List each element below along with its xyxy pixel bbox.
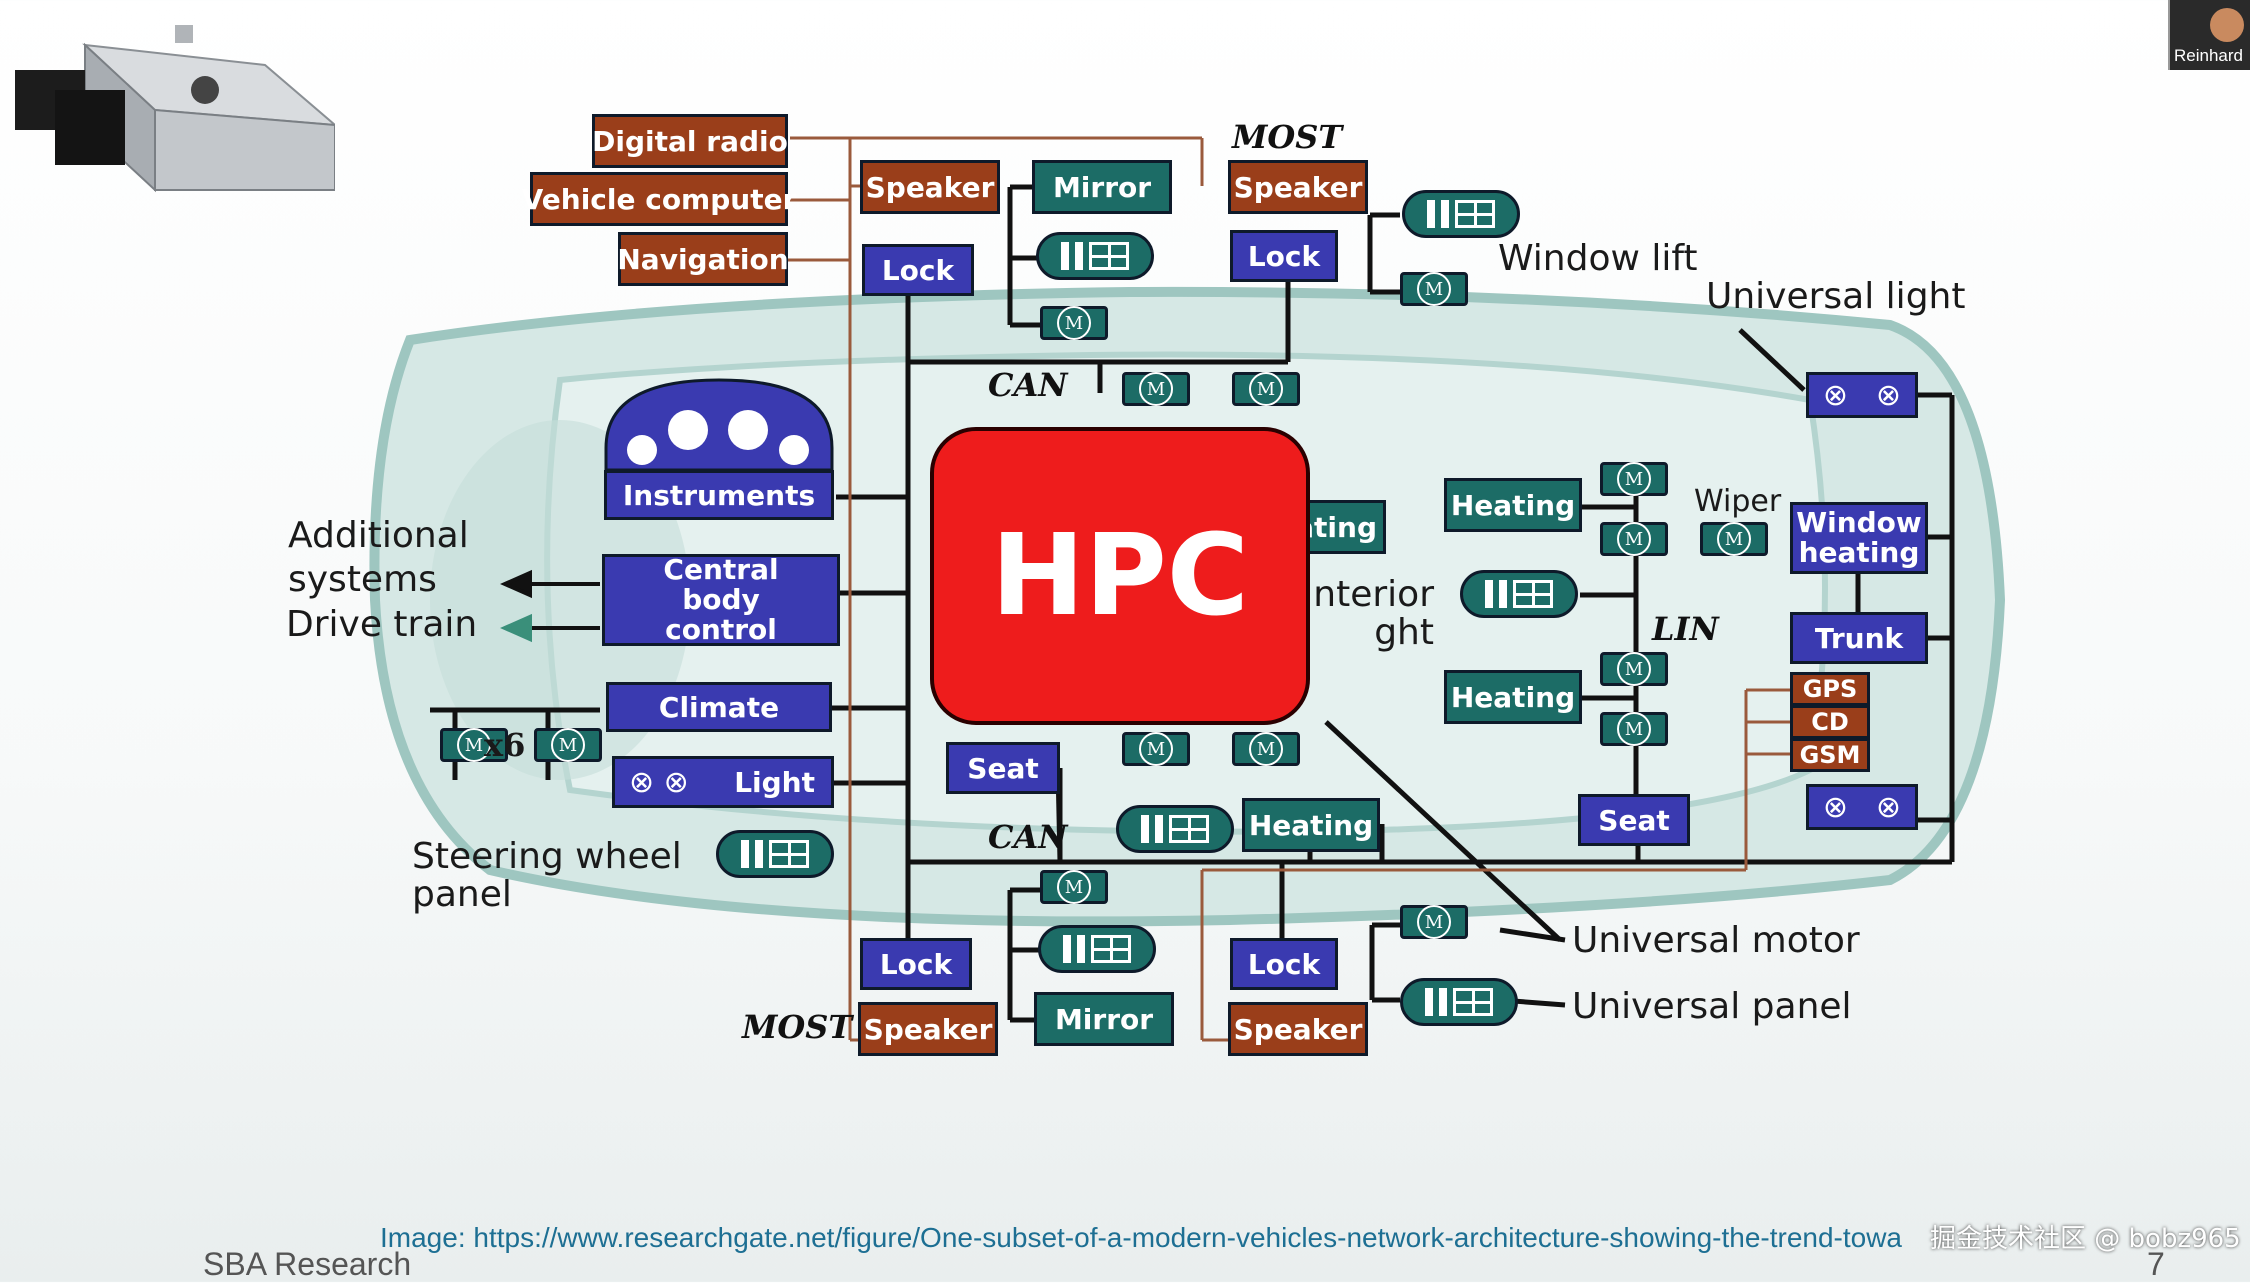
heating-box-right-rear: Heating (1444, 670, 1582, 724)
lamp-icon: ⊗ (1876, 790, 1901, 825)
motor-symbol: M (1249, 732, 1283, 766)
instruments-gauge (604, 378, 834, 470)
motor-icon: M (1122, 732, 1190, 766)
gsm-box: GSM (1790, 738, 1870, 772)
motor-symbol: M (1139, 732, 1173, 766)
speaker-box-rear-left: Speaker (858, 1002, 998, 1056)
drive-train-label: Drive train (286, 604, 477, 645)
lock-box-front-right: Lock (1230, 230, 1338, 282)
universal-panel-label: Universal panel (1572, 986, 1852, 1027)
motor-icon: M (1400, 272, 1468, 306)
speaker-box-front-left: Speaker (860, 160, 1000, 214)
panel-icon (1400, 978, 1518, 1026)
motor-symbol: M (1417, 272, 1451, 306)
steering-wheel-panel-label: Steering wheel panel (412, 838, 702, 914)
motor-icon: M (1122, 372, 1190, 406)
universal-motor-label: Universal motor (1572, 920, 1860, 961)
panel-icon (1402, 190, 1520, 238)
panel-icon (1038, 925, 1156, 973)
x6-label: x6 (484, 726, 525, 764)
lock-box-rear-left: Lock (860, 938, 972, 990)
lamp-icon: ⊗ (1823, 790, 1848, 825)
can-label-top: CAN (988, 366, 1068, 404)
rear-lamps: ⊗ ⊗ (1806, 784, 1918, 830)
additional-systems-label: Additional systems (288, 514, 488, 602)
hpc-box: HPC (930, 427, 1310, 725)
seat-box-left: Seat (946, 742, 1060, 794)
motor-symbol: M (1617, 462, 1651, 496)
motor-icon: M (1600, 462, 1668, 496)
motor-icon: M (1400, 905, 1468, 939)
image-source-caption: Image: https://www.researchgate.net/figu… (380, 1222, 1902, 1254)
digital-radio-box: Digital radio (592, 114, 788, 168)
panel-icon (1116, 805, 1234, 853)
universal-light-label: Universal light (1706, 276, 1965, 317)
seat-box-right: Seat (1578, 794, 1690, 846)
navigation-box: Navigation (618, 232, 788, 286)
motor-icon: M (1600, 652, 1668, 686)
motor-symbol: M (1617, 652, 1651, 686)
mirror-box-front: Mirror (1032, 160, 1172, 214)
lamp-icon: ⊗ ⊗ (629, 765, 689, 800)
motor-symbol: M (1249, 372, 1283, 406)
vehicle-computer-box: Vehicle computer (530, 172, 788, 226)
motor-symbol: M (1717, 522, 1751, 556)
most-label-top: MOST (1232, 118, 1342, 156)
motor-symbol: M (1057, 306, 1091, 340)
panel-icon (1460, 570, 1578, 618)
cd-box: CD (1790, 705, 1870, 739)
can-label-bottom: CAN (988, 818, 1068, 856)
light-box: ⊗ ⊗ Light (612, 756, 834, 808)
lamp-icon: ⊗ (1876, 378, 1901, 413)
wiper-label: Wiper (1694, 484, 1781, 519)
motor-symbol: M (1617, 522, 1651, 556)
motor-icon: M (1600, 712, 1668, 746)
motor-icon: M (1600, 522, 1668, 556)
panel-icon (1036, 232, 1154, 280)
motor-symbol: M (1417, 905, 1451, 939)
most-label-bottom: MOST (742, 1008, 852, 1046)
footer-brand: SBA Research (203, 1246, 411, 1283)
motor-icon: M (1232, 372, 1300, 406)
heating-box-bottom: Heating (1242, 798, 1380, 852)
motor-icon: M (1232, 732, 1300, 766)
participant-name: Reinhard (2174, 46, 2243, 66)
light-label: Light (734, 766, 815, 799)
interior-light-label-partial: nterior ght (1304, 576, 1434, 652)
instruments-box: Instruments (604, 470, 834, 520)
watermark: 掘金技术社区 @ bobz965 (1930, 1218, 2241, 1255)
motor-icon: M (1700, 522, 1768, 556)
mirror-box-rear: Mirror (1034, 992, 1174, 1046)
lin-label: LIN (1652, 610, 1719, 648)
motor-icon: M (534, 728, 602, 762)
motor-icon: M (1040, 306, 1108, 340)
central-body-control-box: Central body control (602, 554, 840, 646)
heating-box-right-front: Heating (1444, 478, 1582, 532)
motor-icon: M (1040, 870, 1108, 904)
gps-box: GPS (1790, 672, 1870, 706)
window-lift-label: Window lift (1498, 238, 1698, 279)
participant-video-thumbnail[interactable]: Reinhard (2168, 0, 2250, 70)
window-heating-box: Window heating (1790, 502, 1928, 574)
motor-symbol: M (1057, 870, 1091, 904)
speaker-box-front-right: Speaker (1228, 160, 1368, 214)
lock-box-rear-right: Lock (1230, 938, 1338, 990)
climate-box: Climate (606, 682, 832, 732)
panel-icon (716, 830, 834, 878)
speaker-box-rear-right: Speaker (1228, 1002, 1368, 1056)
motor-symbol: M (1139, 372, 1173, 406)
motor-symbol: M (551, 728, 585, 762)
universal-light-lamps: ⊗ ⊗ (1806, 372, 1918, 418)
trunk-box: Trunk (1790, 612, 1928, 664)
lock-box-front-left: Lock (862, 244, 974, 296)
motor-symbol: M (1617, 712, 1651, 746)
lamp-icon: ⊗ (1823, 378, 1848, 413)
participant-avatar (2210, 8, 2244, 42)
